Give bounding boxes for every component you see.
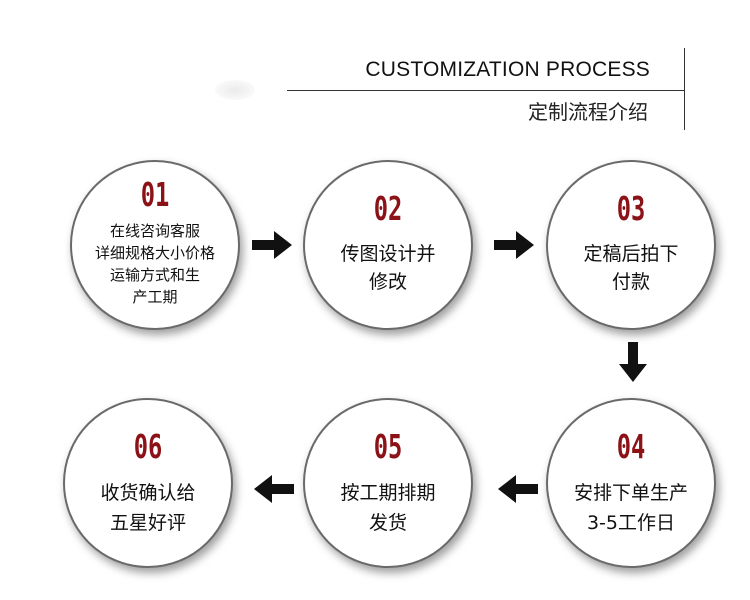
step-01-line-4: 产工期 xyxy=(132,288,178,306)
title-vertical-divider xyxy=(684,48,685,130)
step-02-line-1: 传图设计并 xyxy=(340,243,436,265)
background-smudge xyxy=(215,80,255,100)
arrow-left-icon xyxy=(498,475,538,503)
page-title-english: CUSTOMIZATION PROCESS xyxy=(365,58,650,81)
step-01-line-1: 在线咨询客服 xyxy=(109,222,200,240)
step-06-line-1: 收货确认给 xyxy=(100,482,196,504)
step-05-text: 按工期排期 发货 xyxy=(305,478,471,538)
arrow-right-icon xyxy=(494,231,534,259)
arrow-down-icon xyxy=(619,342,647,382)
arrow-left-icon xyxy=(254,475,294,503)
step-04-line-1: 安排下单生产 xyxy=(573,482,688,504)
step-02-line-2: 修改 xyxy=(368,271,407,293)
step-01-line-3: 运输方式和生 xyxy=(109,266,200,284)
step-05-line-2: 发货 xyxy=(368,512,407,534)
step-01-text: 在线咨询客服 详细规格大小价格 运输方式和生 产工期 xyxy=(72,220,238,308)
step-04-circle: 04 安排下单生产 3-5工作日 xyxy=(546,398,716,568)
step-06-text: 收货确认给 五星好评 xyxy=(65,478,231,538)
step-03-number: 03 xyxy=(616,189,646,228)
step-02-text: 传图设计并 修改 xyxy=(305,240,471,296)
step-05-line-1: 按工期排期 xyxy=(340,482,436,504)
step-06-circle: 06 收货确认给 五星好评 xyxy=(63,398,233,568)
arrow-right-icon xyxy=(252,231,292,259)
step-03-text: 定稿后拍下 付款 xyxy=(548,240,714,296)
step-06-number: 06 xyxy=(133,427,163,466)
step-04-line-2: 3-5工作日 xyxy=(586,512,676,534)
step-05-number: 05 xyxy=(373,427,403,466)
step-01-line-2: 详细规格大小价格 xyxy=(94,244,215,262)
step-06-line-2: 五星好评 xyxy=(109,512,186,534)
step-03-line-2: 付款 xyxy=(611,271,650,293)
step-02-circle: 02 传图设计并 修改 xyxy=(303,160,473,330)
step-02-number: 02 xyxy=(373,189,403,228)
title-divider xyxy=(287,90,685,91)
step-04-text: 安排下单生产 3-5工作日 xyxy=(548,478,714,538)
step-01-number: 01 xyxy=(140,175,170,214)
step-05-circle: 05 按工期排期 发货 xyxy=(303,398,473,568)
step-04-number: 04 xyxy=(616,427,646,466)
step-03-circle: 03 定稿后拍下 付款 xyxy=(546,160,716,330)
page-title-chinese: 定制流程介绍 xyxy=(528,100,648,124)
step-01-circle: 01 在线咨询客服 详细规格大小价格 运输方式和生 产工期 xyxy=(70,160,240,330)
step-03-line-1: 定稿后拍下 xyxy=(583,243,679,265)
